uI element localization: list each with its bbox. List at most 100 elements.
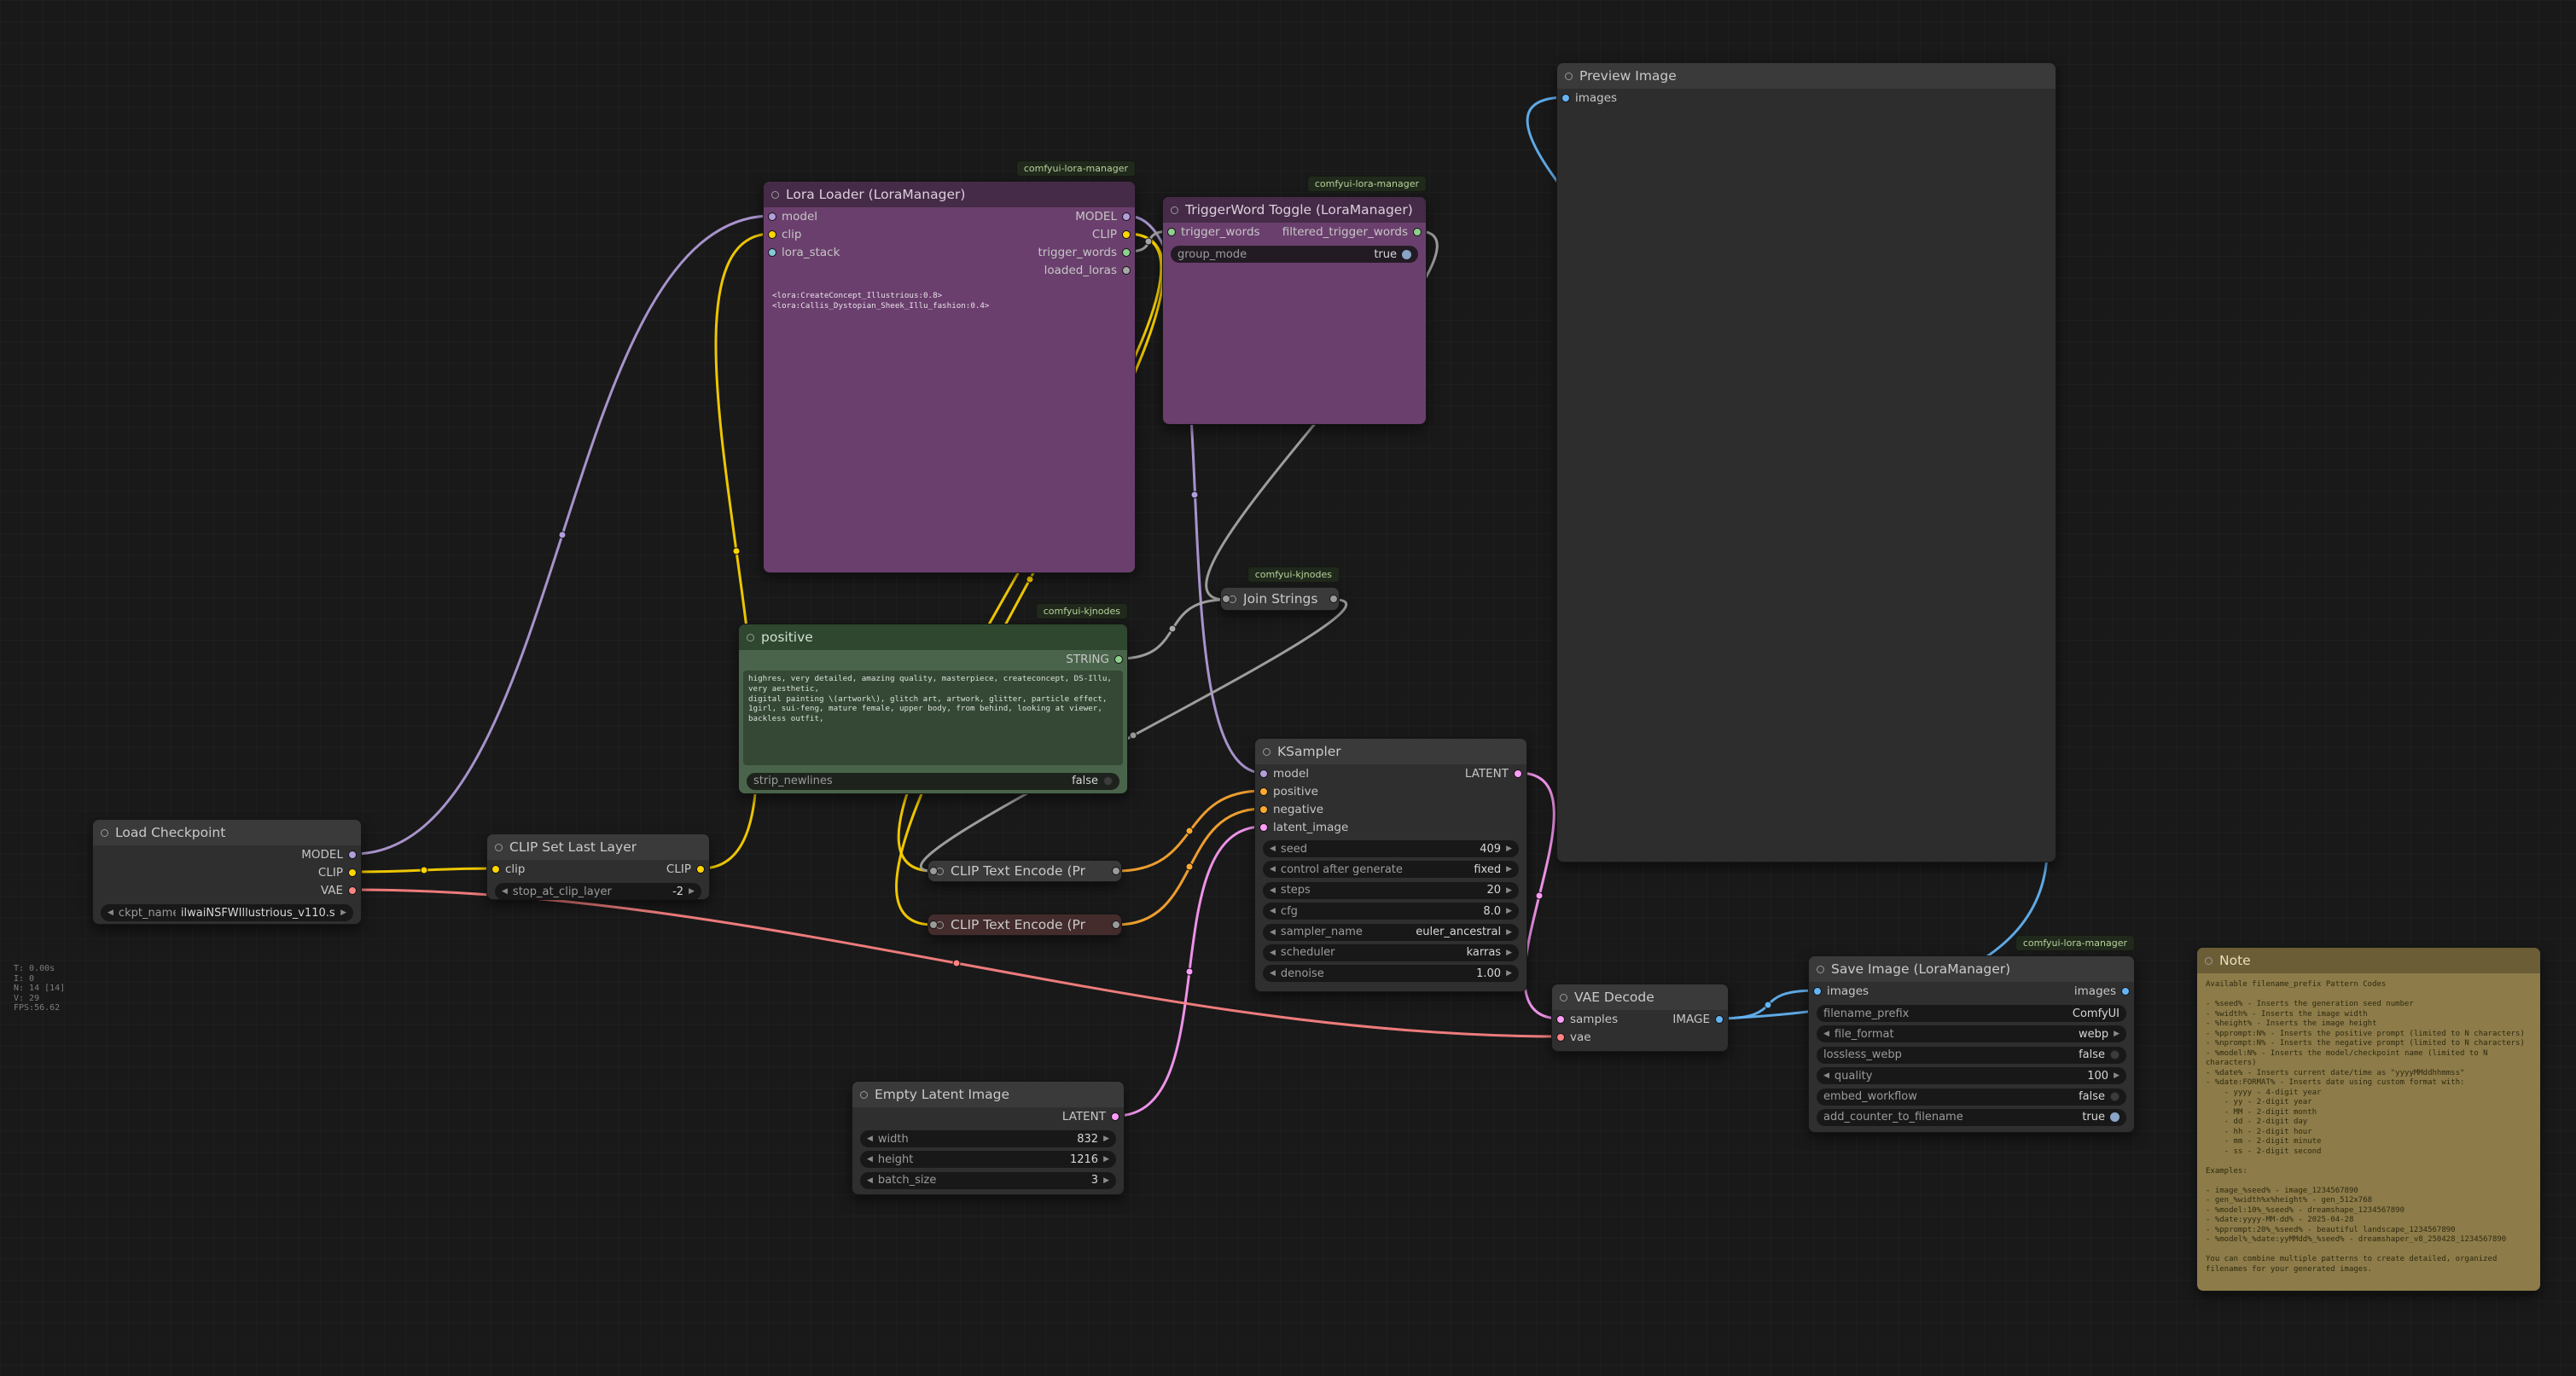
node-header[interactable]: CLIP Set Last Layer — [487, 834, 709, 860]
decrement-icon[interactable]: ◀ — [1270, 865, 1276, 874]
collapse-toggle-icon[interactable] — [101, 828, 108, 837]
input-port-positive[interactable] — [1259, 787, 1268, 796]
output-port-collapsed[interactable] — [1112, 867, 1120, 875]
node-vae-decode[interactable]: VAE Decode samples IMAGE vae — [1551, 984, 1729, 1052]
node-header[interactable]: Note — [2197, 948, 2540, 973]
output-port-string[interactable] — [1114, 654, 1123, 664]
increment-icon[interactable]: ▶ — [1506, 865, 1512, 874]
output-port-images[interactable] — [2121, 986, 2130, 996]
widget-ckpt-name[interactable]: ◀ ckpt_name ilwaiNSFWIllustrious_v110.s.… — [101, 904, 353, 921]
collapse-toggle-icon[interactable] — [2205, 956, 2213, 965]
decrement-icon[interactable]: ◀ — [867, 1176, 873, 1185]
increment-icon[interactable]: ▶ — [340, 909, 346, 917]
node-preview-image[interactable]: Preview Image images — [1556, 62, 2056, 862]
output-port-loaded-loras[interactable] — [1122, 265, 1131, 275]
increment-icon[interactable]: ▶ — [1506, 948, 1512, 957]
collapse-toggle-icon[interactable] — [1560, 993, 1567, 1002]
input-port-lora-stack[interactable] — [768, 247, 776, 257]
increment-icon[interactable]: ▶ — [1103, 1155, 1109, 1164]
output-port-trigger-words[interactable] — [1122, 247, 1131, 257]
decrement-icon[interactable]: ◀ — [867, 1155, 873, 1164]
output-port-clip[interactable] — [696, 864, 705, 874]
input-port-images[interactable] — [1813, 986, 1822, 996]
node-header[interactable]: CLIP Text Encode (Pr — [928, 861, 1121, 881]
node-header[interactable]: CLIP Text Encode (Pr — [928, 914, 1121, 935]
node-header[interactable]: positive — [739, 624, 1127, 650]
input-port-samples[interactable] — [1556, 1014, 1565, 1024]
input-port-model[interactable] — [768, 212, 776, 221]
increment-icon[interactable]: ▶ — [1506, 927, 1512, 937]
prompt-textarea[interactable]: highres, very detailed, amazing quality,… — [743, 671, 1123, 765]
output-port-clip[interactable] — [1122, 229, 1131, 239]
widget-lossless-webp[interactable]: lossless_webp false — [1817, 1046, 2126, 1064]
node-header[interactable]: TriggerWord Toggle (LoraManager) — [1163, 197, 1426, 223]
note-text[interactable]: Available filename_prefix Pattern Codes … — [2206, 980, 2525, 1274]
node-header[interactable]: Empty Latent Image — [852, 1082, 1124, 1107]
input-port-collapsed[interactable] — [929, 920, 938, 929]
output-port-filtered-trigger-words[interactable] — [1413, 227, 1422, 236]
output-port-model[interactable] — [1122, 212, 1131, 221]
node-header[interactable]: VAE Decode — [1552, 984, 1728, 1010]
node-join-strings[interactable]: Join Strings — [1220, 587, 1340, 611]
increment-icon[interactable]: ▶ — [1506, 885, 1512, 895]
node-empty-latent-image[interactable]: Empty Latent Image LATENT ◀ width 832 ▶ … — [852, 1081, 1125, 1195]
widget-control-after-generate[interactable]: ◀ control after generate fixed ▶ — [1263, 861, 1519, 879]
widget-stop-at-clip-layer[interactable]: ◀ stop_at_clip_layer -2 ▶ — [495, 883, 701, 900]
widget-seed[interactable]: ◀ seed 409 ▶ — [1263, 840, 1519, 857]
input-port-model[interactable] — [1259, 769, 1268, 778]
increment-icon[interactable]: ▶ — [2114, 1071, 2120, 1081]
widget-steps[interactable]: ◀ steps 20 ▶ — [1263, 881, 1519, 899]
widget-width[interactable]: ◀ width 832 ▶ — [860, 1130, 1116, 1147]
node-triggerword-toggle[interactable]: TriggerWord Toggle (LoraManager) trigger… — [1162, 196, 1427, 425]
output-port-vae[interactable] — [348, 885, 357, 895]
output-port-latent[interactable] — [1514, 769, 1522, 778]
node-note[interactable]: Note Available filename_prefix Pattern C… — [2196, 947, 2541, 1292]
widget-scheduler[interactable]: ◀ scheduler karras ▶ — [1263, 943, 1519, 961]
widget-denoise[interactable]: ◀ denoise 1.00 ▶ — [1263, 965, 1519, 983]
increment-icon[interactable]: ▶ — [1103, 1176, 1109, 1185]
increment-icon[interactable]: ▶ — [2114, 1030, 2120, 1039]
widget-strip-newlines[interactable]: strip_newlines false — [747, 772, 1119, 790]
decrement-icon[interactable]: ◀ — [867, 1135, 873, 1143]
collapse-toggle-icon[interactable] — [771, 190, 779, 199]
node-save-image[interactable]: Save Image (LoraManager) images images f… — [1808, 955, 2135, 1133]
decrement-icon[interactable]: ◀ — [108, 909, 113, 917]
node-header[interactable]: Save Image (LoraManager) — [1809, 956, 2134, 982]
widget-quality[interactable]: ◀ quality 100 ▶ — [1817, 1067, 2126, 1085]
widget-cfg[interactable]: ◀ cfg 8.0 ▶ — [1263, 903, 1519, 920]
input-port-negative[interactable] — [1259, 804, 1268, 814]
decrement-icon[interactable]: ◀ — [1270, 907, 1276, 916]
input-port-collapsed[interactable] — [929, 867, 938, 875]
lora-syntax-text[interactable]: <lora:CreateConcept_Illustrious:0.8> <lo… — [772, 291, 990, 311]
collapse-toggle-icon[interactable] — [495, 843, 503, 851]
toggle-knob[interactable] — [1402, 249, 1411, 259]
node-header[interactable]: Preview Image — [1557, 63, 2056, 89]
output-port-model[interactable] — [348, 850, 357, 859]
decrement-icon[interactable]: ◀ — [1270, 927, 1276, 937]
decrement-icon[interactable]: ◀ — [502, 887, 508, 896]
input-port-clip[interactable] — [768, 229, 776, 239]
node-clip-set-last-layer[interactable]: CLIP Set Last Layer clip CLIP ◀ stop_at_… — [486, 833, 710, 900]
decrement-icon[interactable]: ◀ — [1270, 969, 1276, 978]
node-clip-text-encode-positive[interactable]: CLIP Text Encode (Pr — [927, 860, 1122, 882]
collapse-toggle-icon[interactable] — [1565, 72, 1573, 80]
increment-icon[interactable]: ▶ — [1103, 1135, 1109, 1143]
output-port-collapsed[interactable] — [1112, 920, 1120, 929]
node-header[interactable]: KSampler — [1255, 739, 1526, 764]
decrement-icon[interactable]: ◀ — [1270, 845, 1276, 853]
widget-filename-prefix[interactable]: filename_prefix ComfyUI — [1817, 1005, 2126, 1022]
input-port-latent-image[interactable] — [1259, 822, 1268, 832]
node-header[interactable]: Lora Loader (LoraManager) — [764, 182, 1135, 207]
widget-height[interactable]: ◀ height 1216 ▶ — [860, 1151, 1116, 1169]
collapse-toggle-icon[interactable] — [1817, 965, 1824, 973]
input-port-vae[interactable] — [1556, 1032, 1565, 1042]
toggle-knob[interactable] — [2110, 1050, 2120, 1060]
widget-group-mode[interactable]: group_mode true — [1171, 246, 1418, 263]
increment-icon[interactable]: ▶ — [1506, 969, 1512, 978]
input-port-clip[interactable] — [491, 864, 500, 874]
node-ksampler[interactable]: KSampler model LATENT positive negative … — [1254, 738, 1527, 992]
decrement-icon[interactable]: ◀ — [1823, 1030, 1829, 1039]
node-header[interactable]: Join Strings — [1221, 588, 1339, 610]
decrement-icon[interactable]: ◀ — [1823, 1071, 1829, 1081]
